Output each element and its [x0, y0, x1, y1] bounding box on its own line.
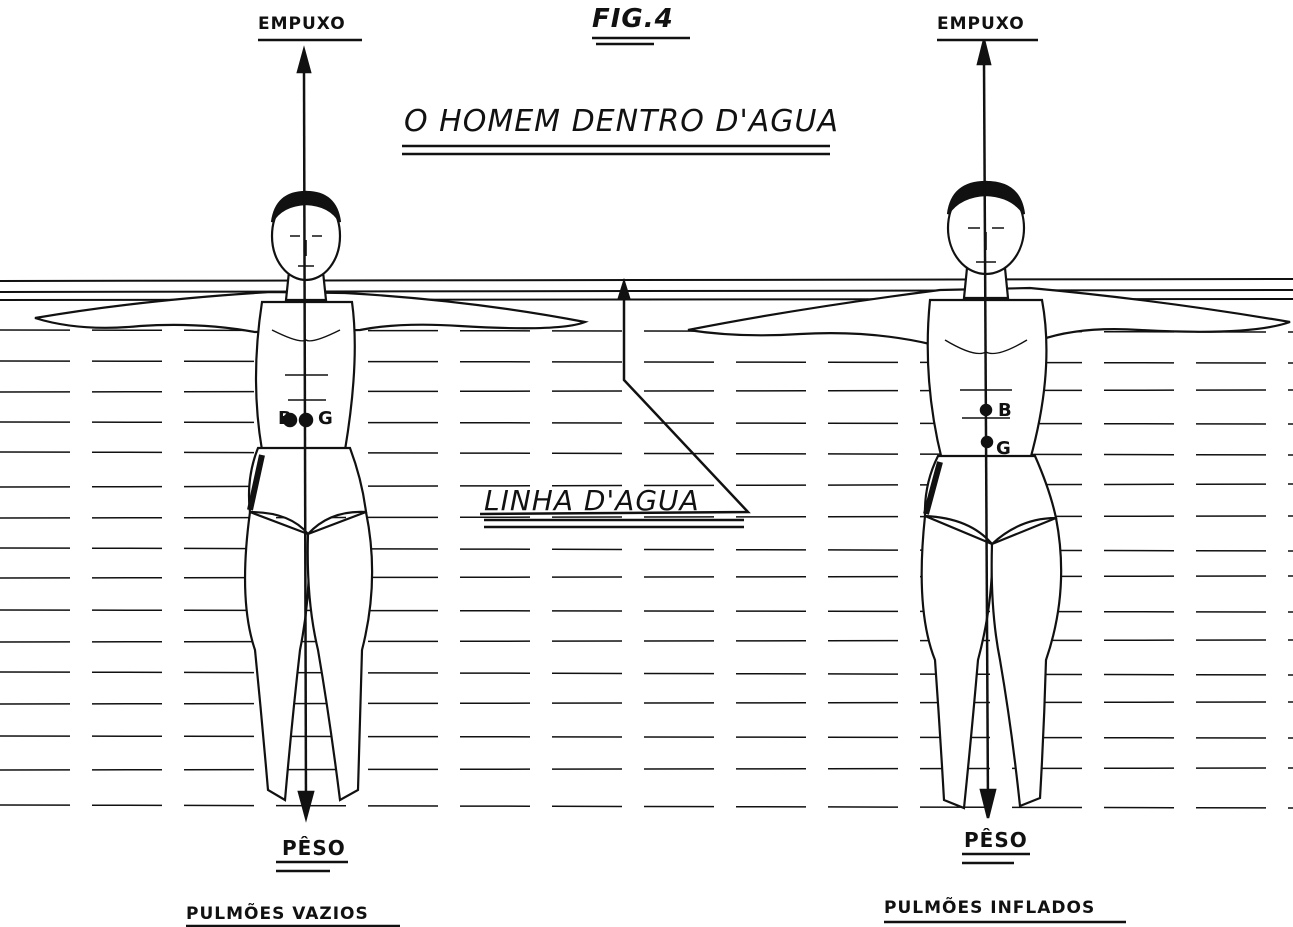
waterline-label: LINHA D'AGUA [484, 484, 700, 517]
right-point-b: B [998, 400, 1012, 421]
figure-number: FIG.4 [592, 4, 674, 34]
right-caption: PULMÕES INFLADOS [884, 898, 1095, 918]
left-bottom-force-label: PÊSO [282, 836, 346, 860]
swimmer-right [688, 182, 1290, 808]
left-point-b: B [278, 408, 292, 429]
left-top-force-label: EMPUXO [258, 14, 346, 34]
right-top-force-label: EMPUXO [937, 14, 1025, 34]
water-ripples [0, 330, 1293, 808]
left-caption: PULMÕES VAZIOS [186, 904, 369, 924]
figure-title: O HOMEM DENTRO D'AGUA [404, 104, 839, 139]
right-point-g: G [996, 438, 1011, 459]
left-point-g: G [318, 408, 333, 429]
right-bottom-force-label: PÊSO [964, 828, 1028, 852]
